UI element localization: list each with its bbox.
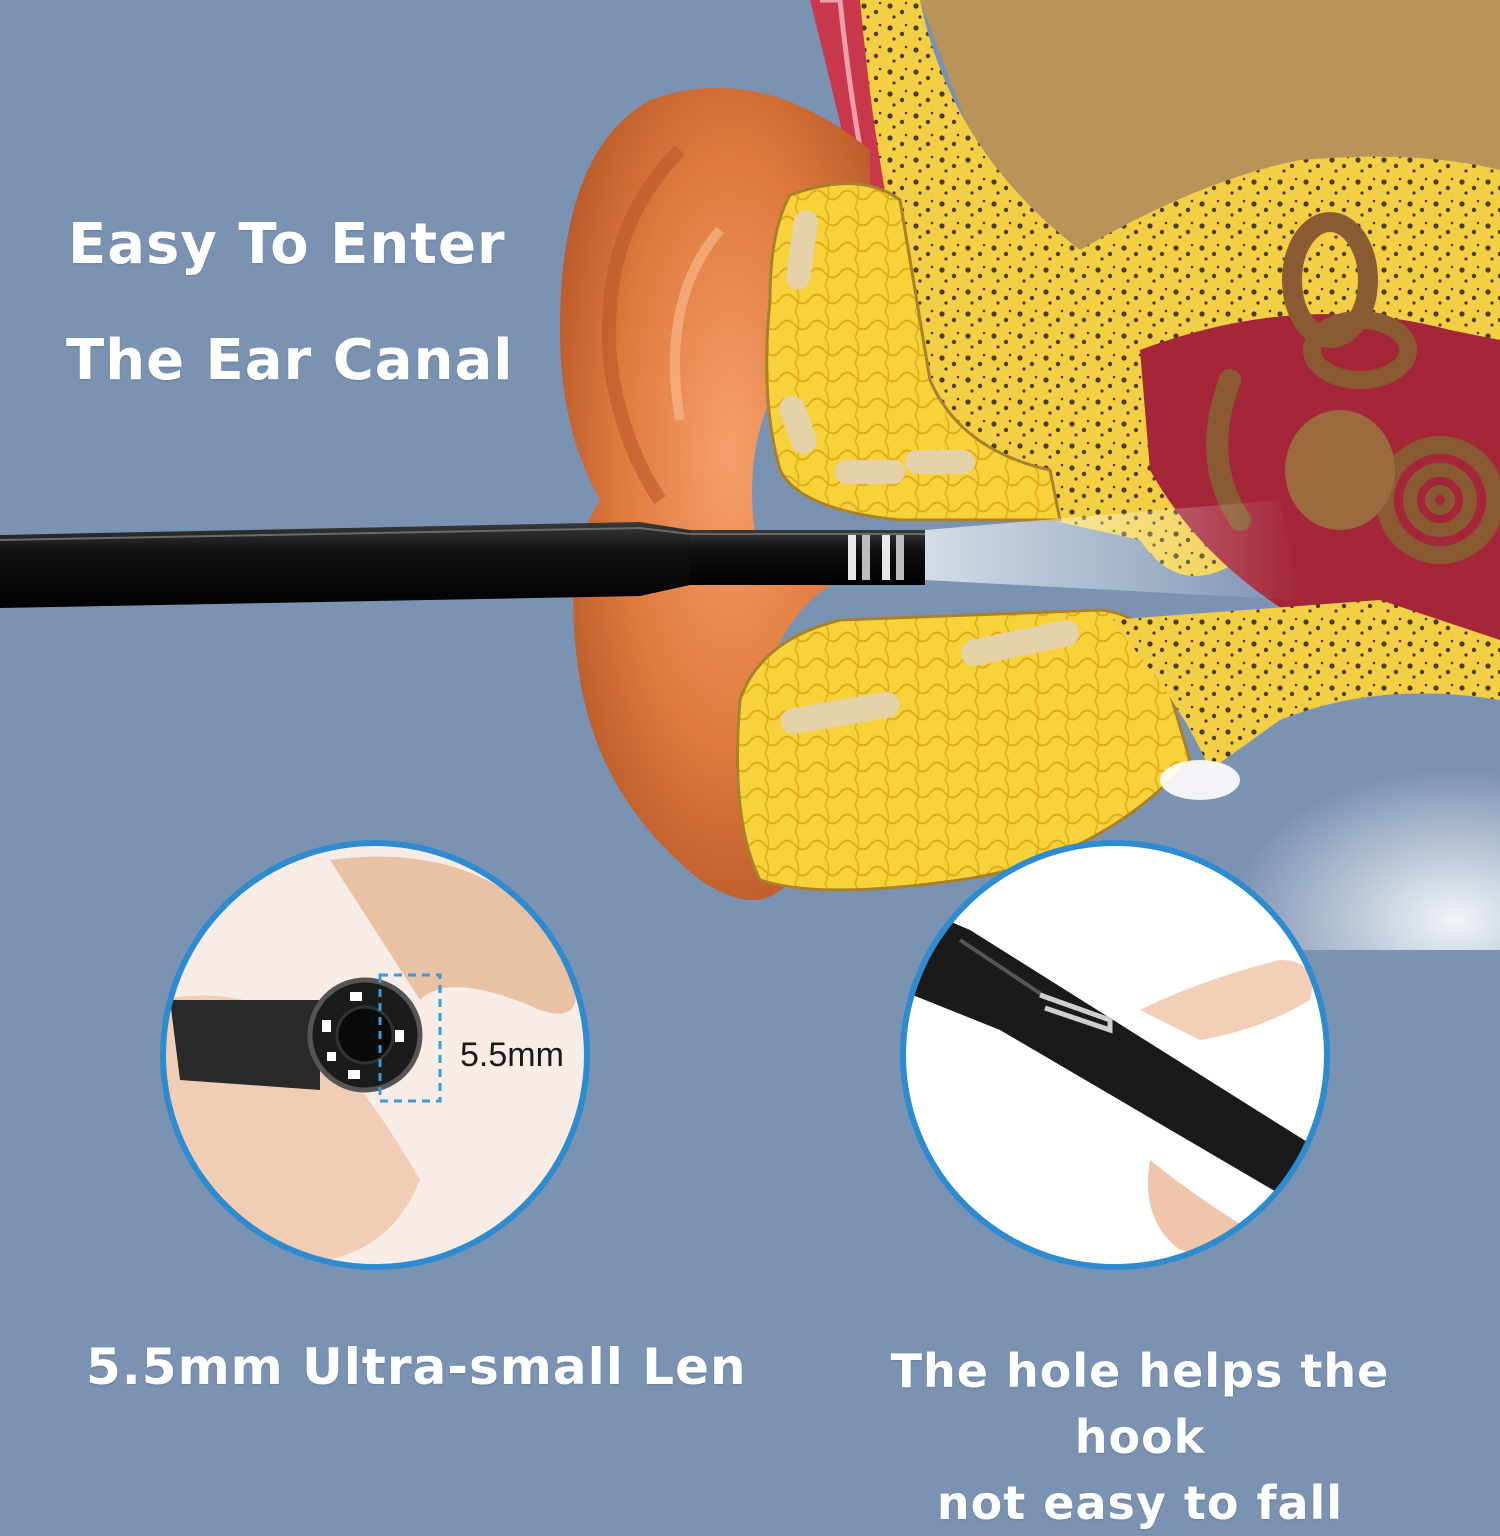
lens-closeup-circle [160,840,590,1270]
lens-caption: 5.5mm Ultra-small Len [86,1338,747,1396]
hook-caption-line-2: not easy to fall [936,1476,1344,1530]
hook-closeup-circle [900,840,1330,1270]
cartilage-upper [765,182,1062,522]
hook-caption-line-1: The hole helps the hook [890,1344,1390,1464]
light-beam [925,500,1300,600]
hook-caption: The hole helps the hook not easy to fall [830,1338,1450,1536]
lens-dimension-label: 5.5mm [460,1036,564,1074]
dimension-guide [378,973,442,1103]
otoscope-probe [0,522,925,608]
headline-line-2: The Ear Canal [66,328,514,393]
headline-line-1: Easy To Enter [68,212,506,277]
ear-anatomy-illustration [0,0,1500,1270]
